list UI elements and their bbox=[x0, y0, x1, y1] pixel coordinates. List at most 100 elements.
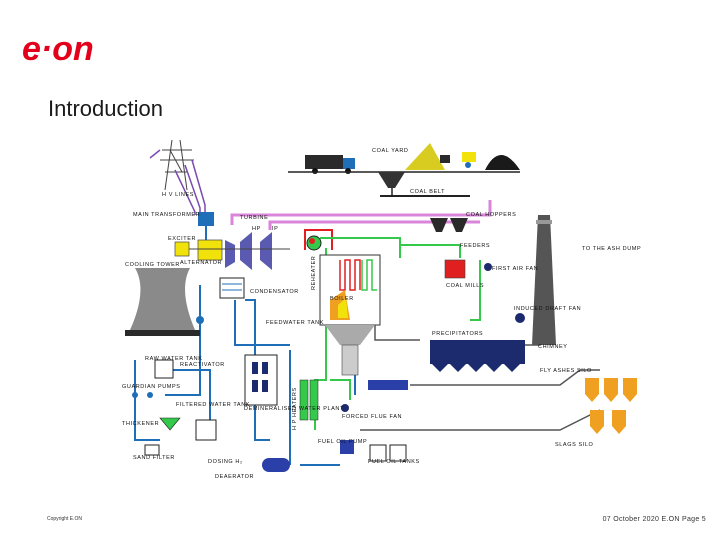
alternator-unit bbox=[197, 239, 223, 261]
label-first-air-fan: FIRST AIR FAN bbox=[492, 266, 538, 272]
boiler bbox=[319, 254, 381, 376]
pipe-blue-condenser bbox=[234, 300, 290, 346]
hv-line-wires bbox=[149, 149, 206, 215]
fly-ash-silo-1 bbox=[585, 378, 599, 394]
label-fly-ashes-silo: FLY ASHES SILO bbox=[540, 368, 592, 374]
pipe-flue-precip bbox=[374, 320, 420, 341]
pylon-leg-left bbox=[164, 139, 173, 191]
sand-filter-unit bbox=[144, 444, 160, 456]
fuel-oil-tanks bbox=[340, 440, 407, 462]
coal-hopper-2 bbox=[450, 218, 468, 232]
ash-conveyor bbox=[368, 380, 408, 390]
reheater-gauge bbox=[306, 235, 322, 251]
demin-vessel-3 bbox=[252, 380, 258, 392]
label-feedwater-tank: FEEDWATER TANK bbox=[266, 320, 324, 326]
hp-heater-2 bbox=[309, 379, 319, 421]
boiler-bottom-duct bbox=[341, 344, 359, 376]
precip-hopper-1 bbox=[432, 364, 448, 372]
label-coal-hoppers: COAL HOPPERS bbox=[466, 212, 516, 218]
label-condenser: CONDENSATOR bbox=[250, 289, 299, 295]
label-main-transformer: MAIN TRANSFORMER bbox=[133, 212, 200, 218]
demin-vessel-1 bbox=[252, 362, 258, 374]
precipitator-body bbox=[430, 340, 525, 364]
coal-truck-body bbox=[305, 155, 343, 169]
label-reheater: REHEATER bbox=[311, 256, 317, 290]
guardian-pump-1 bbox=[132, 392, 138, 398]
chimney-band bbox=[536, 220, 552, 224]
pylon-brace bbox=[169, 149, 183, 173]
label-turbine: TURBINE bbox=[240, 215, 268, 221]
label-hp: HP bbox=[252, 226, 261, 232]
label-raw-water-tank: RAW WATER TANK bbox=[145, 356, 203, 362]
coal-truck-wheel-2 bbox=[345, 168, 351, 174]
coal-truck-cab bbox=[343, 158, 355, 169]
label-chimney: CHIMNEY bbox=[538, 344, 568, 350]
label-exciter: EXCITER bbox=[168, 236, 196, 242]
fuel-oil-pump-unit bbox=[340, 440, 354, 454]
boiler-superheater-coils bbox=[339, 259, 361, 291]
demin-vessel-2 bbox=[262, 362, 268, 374]
label-precipitators: PRECIPITATORS bbox=[432, 331, 483, 337]
reheat-lines bbox=[304, 229, 333, 250]
cooling-tower-base bbox=[125, 330, 200, 336]
induced-draft-fan-unit bbox=[515, 313, 525, 323]
coal-truck-wheel-1 bbox=[312, 168, 318, 174]
label-slags-silo: SLAGS SILO bbox=[555, 442, 594, 448]
label-deaerator: DEAERATOR bbox=[215, 474, 254, 480]
label-induced-draft-fan: INDUCED DRAFT FAN bbox=[514, 306, 581, 312]
slag-silo-2 bbox=[612, 410, 626, 426]
diagram-labels: COAL YARD H V LINES COAL BELT MAIN TRANS… bbox=[122, 148, 641, 480]
demin-plant-frame bbox=[244, 354, 278, 406]
coal-yard bbox=[288, 143, 520, 188]
precipitator-hoppers bbox=[432, 364, 520, 372]
turbine-ip-section bbox=[240, 232, 252, 270]
pipe-blue-reactivator bbox=[170, 369, 211, 420]
deaerator-vessel bbox=[262, 458, 290, 472]
steam-lines bbox=[230, 200, 492, 230]
label-coal-yard: COAL YARD bbox=[372, 148, 408, 154]
condenser bbox=[219, 277, 245, 299]
reheater-gauge-needle bbox=[309, 238, 315, 244]
precip-hopper-2 bbox=[450, 364, 466, 372]
boiler-economiser-coils bbox=[361, 259, 377, 291]
slag-silo-1-cone bbox=[590, 426, 604, 434]
condenser-box bbox=[219, 277, 245, 299]
hp-heaters bbox=[299, 379, 319, 421]
label-ip: IP bbox=[272, 226, 278, 232]
label-thickener: THICKENER bbox=[122, 421, 159, 427]
main-transformer-body bbox=[198, 212, 214, 226]
eon-logo-mark: e·on bbox=[22, 30, 94, 68]
precip-hopper-5 bbox=[504, 364, 520, 372]
coal-heap bbox=[485, 155, 520, 170]
slag-silos bbox=[590, 410, 626, 434]
forced-flue-fan-unit bbox=[341, 404, 349, 412]
deaerator bbox=[262, 458, 290, 472]
label-boiler: BOILER bbox=[330, 296, 354, 302]
label-alternator: ALTERNATOR bbox=[180, 260, 222, 266]
label-dosing-h: DOSING H₂ bbox=[208, 459, 243, 465]
coal-mills bbox=[444, 259, 492, 279]
slide-title: Introduction bbox=[48, 96, 163, 121]
slag-silo-1 bbox=[590, 410, 604, 426]
superheater-coil bbox=[339, 259, 361, 291]
wire-4 bbox=[174, 169, 196, 215]
hv-pylon bbox=[160, 139, 194, 191]
raw-water-pump bbox=[196, 316, 204, 324]
fly-ash-silo-3 bbox=[623, 378, 637, 394]
pipe-green-boilerbase bbox=[330, 379, 351, 400]
pipe-fly-ash bbox=[410, 369, 600, 386]
label-fuel-oil-pump: FUEL OIL PUMP bbox=[318, 439, 367, 445]
economiser-coil bbox=[361, 259, 377, 291]
label-sand-filter: SAND FILTER bbox=[133, 455, 175, 461]
label-feeders: FEEDERS bbox=[460, 243, 490, 249]
slag-silo-2-cone bbox=[612, 426, 626, 434]
label-forced-flue-fan: FORCED FLUE FAN bbox=[342, 414, 402, 420]
coal-hopper-1 bbox=[430, 218, 448, 232]
footer-date-page: 07 October 2020 E.ON Page 5 bbox=[602, 516, 706, 523]
eon-logo: e·on bbox=[22, 28, 122, 68]
turbine-lp-section bbox=[260, 232, 272, 270]
label-fuel-oil-tanks: FUEL OIL TANKS bbox=[368, 459, 420, 465]
pipe-green-top bbox=[320, 237, 401, 258]
label-guardian-pumps: GUARDIAN PUMPS bbox=[122, 384, 181, 390]
